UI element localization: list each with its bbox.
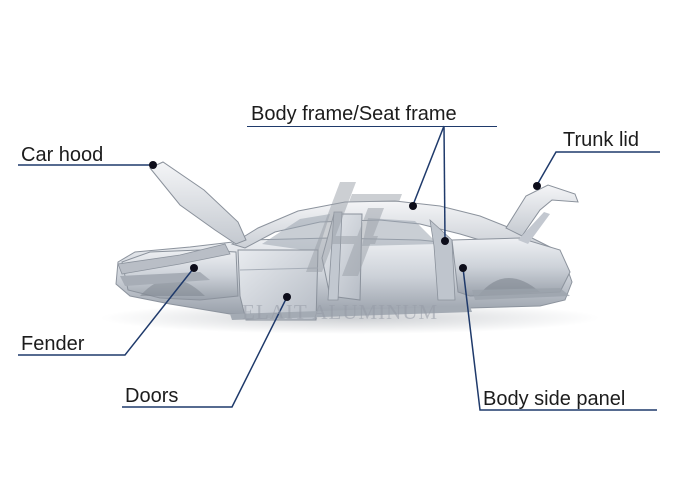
body-side-panel-label: Body side panel (483, 388, 626, 410)
car-hood-panel (149, 161, 247, 245)
fender-label: Fender (21, 333, 85, 355)
rear-window-opening (362, 218, 438, 246)
doors-label: Doors (125, 385, 179, 407)
trunk-lid-leader-line (536, 151, 660, 186)
front-window-opening (262, 214, 330, 252)
body-frame-leader-line-2 (443, 125, 446, 241)
body-frame-leader-line (412, 125, 445, 206)
body-frame-label: Body frame/Seat frame (251, 103, 457, 125)
doors-marker-dot (283, 293, 291, 301)
body-side-panel-leader-line (462, 267, 657, 411)
body-frame-underline (247, 126, 497, 127)
front-door-panel (237, 249, 319, 321)
car-hood-label: Car hood (21, 144, 104, 166)
trunk-lid-label: Trunk lid (563, 129, 639, 151)
doors-leader-line (122, 296, 288, 408)
body-side-panel-marker-dot (459, 264, 467, 272)
side-sill (230, 306, 472, 320)
watermark-text: ELAIT ALUMINUM (242, 300, 439, 324)
car-hood-marker-dot (149, 161, 157, 169)
fender-marker-dot (190, 264, 198, 272)
trunk-lid-marker-dot (533, 182, 541, 190)
seat-frame-marker-dot (441, 237, 449, 245)
body-frame-marker-dot (409, 202, 417, 210)
trunk-lid-panel (505, 184, 579, 237)
fender-leader-line (18, 268, 194, 356)
watermark-logo-icon (306, 182, 402, 276)
